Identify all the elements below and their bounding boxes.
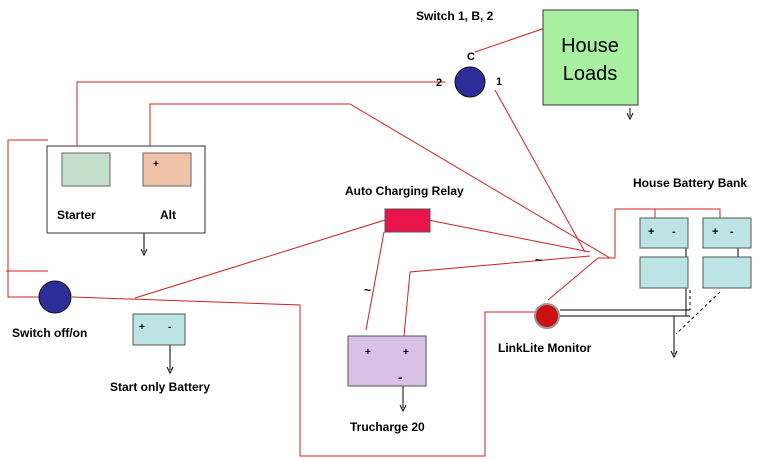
starter-label: Starter: [57, 208, 96, 222]
battery-switch[interactable]: [38, 280, 72, 314]
svg-text:+: +: [403, 347, 409, 358]
selector-switch[interactable]: [454, 66, 486, 98]
wires: [6, 27, 721, 457]
linklite-monitor: [534, 303, 560, 329]
alt-plus: +: [153, 159, 159, 170]
house-loads-line2: Loads: [563, 63, 618, 85]
charging-relay: [384, 208, 431, 233]
svg-text:+: +: [648, 226, 654, 238]
svg-text:+: +: [712, 226, 718, 238]
relay-tilde: ~: [364, 283, 371, 297]
start-battery-label: Start only Battery: [110, 380, 210, 394]
alt-block: [142, 152, 192, 187]
trucharge-charger: + + -: [347, 335, 427, 387]
house-loads-line1: House: [561, 35, 619, 57]
svg-text:-: -: [398, 369, 403, 385]
alt-label: Alt: [160, 208, 176, 222]
switch-terminal-2: 2: [436, 77, 442, 89]
svg-text:+: +: [139, 322, 145, 333]
starter-block: [61, 152, 111, 187]
svg-text:-: -: [168, 322, 171, 333]
start-battery: + -: [132, 313, 186, 346]
svg-text:+: +: [365, 347, 371, 358]
engine-box: + Starter Alt: [46, 145, 206, 234]
switch-terminal-c: C: [467, 51, 475, 63]
svg-text:-: -: [730, 226, 734, 238]
linklite-label: LinkLite Monitor: [498, 341, 592, 355]
dashed-links: [675, 290, 721, 335]
acr-label: Auto Charging Relay: [345, 184, 464, 198]
house-loads-box: House Loads: [542, 9, 639, 106]
trucharge-label: Trucharge 20: [350, 420, 425, 434]
svg-text:-: -: [672, 226, 676, 238]
switch-terminal-1: 1: [496, 76, 502, 88]
house-battery-bank: + - + -: [639, 217, 752, 289]
monitor-tilde: ~: [535, 253, 542, 267]
house-bank-label: House Battery Bank: [633, 176, 747, 190]
switch-label: Switch 1, B, 2: [416, 9, 494, 23]
switch-offon-label: Switch off/on: [12, 326, 87, 340]
